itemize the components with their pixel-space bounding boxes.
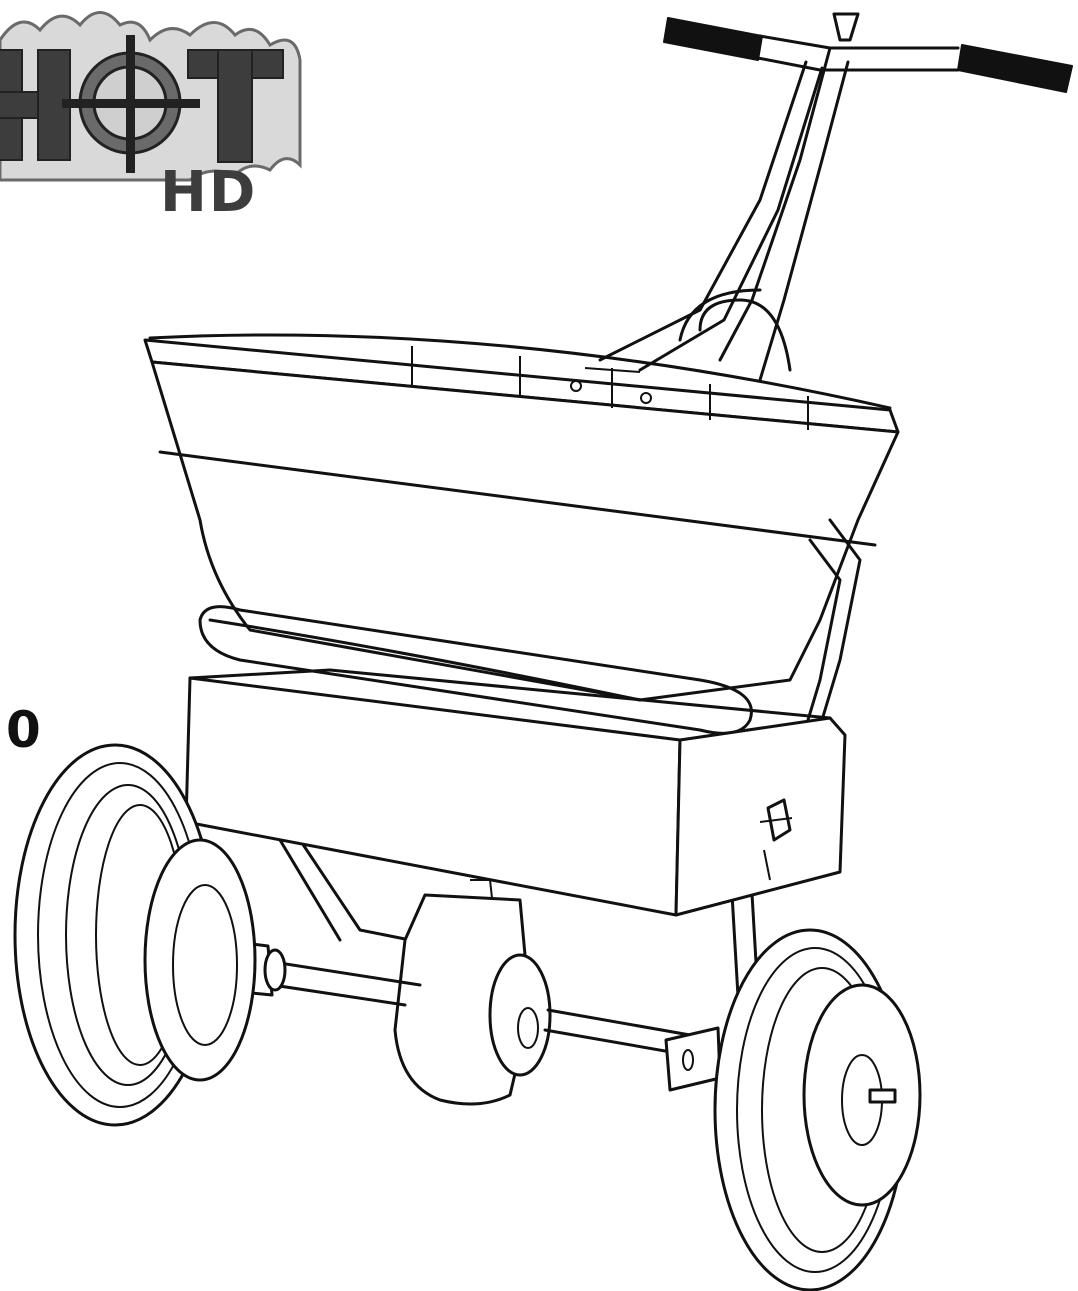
logo-letter-t [187, 49, 284, 163]
handle-knob [832, 12, 860, 42]
left-grip [663, 17, 763, 61]
hopper-body [150, 360, 900, 702]
deflector-front [184, 676, 682, 917]
deflector-box [184, 668, 847, 917]
right-grip [957, 44, 1073, 93]
deflector-side [674, 716, 847, 917]
gearbox [393, 879, 552, 1106]
right-wheel [713, 928, 922, 1291]
left-wheel [13, 743, 257, 1127]
handle-assembly [598, 12, 1073, 382]
brand-logo [0, 11, 302, 182]
logo-hd-suffix: HD [160, 160, 258, 225]
page-marker: 0 [6, 701, 41, 759]
hopper [143, 333, 900, 702]
logo-crosshair-icon [62, 35, 200, 173]
logo-letter-h [0, 49, 71, 161]
